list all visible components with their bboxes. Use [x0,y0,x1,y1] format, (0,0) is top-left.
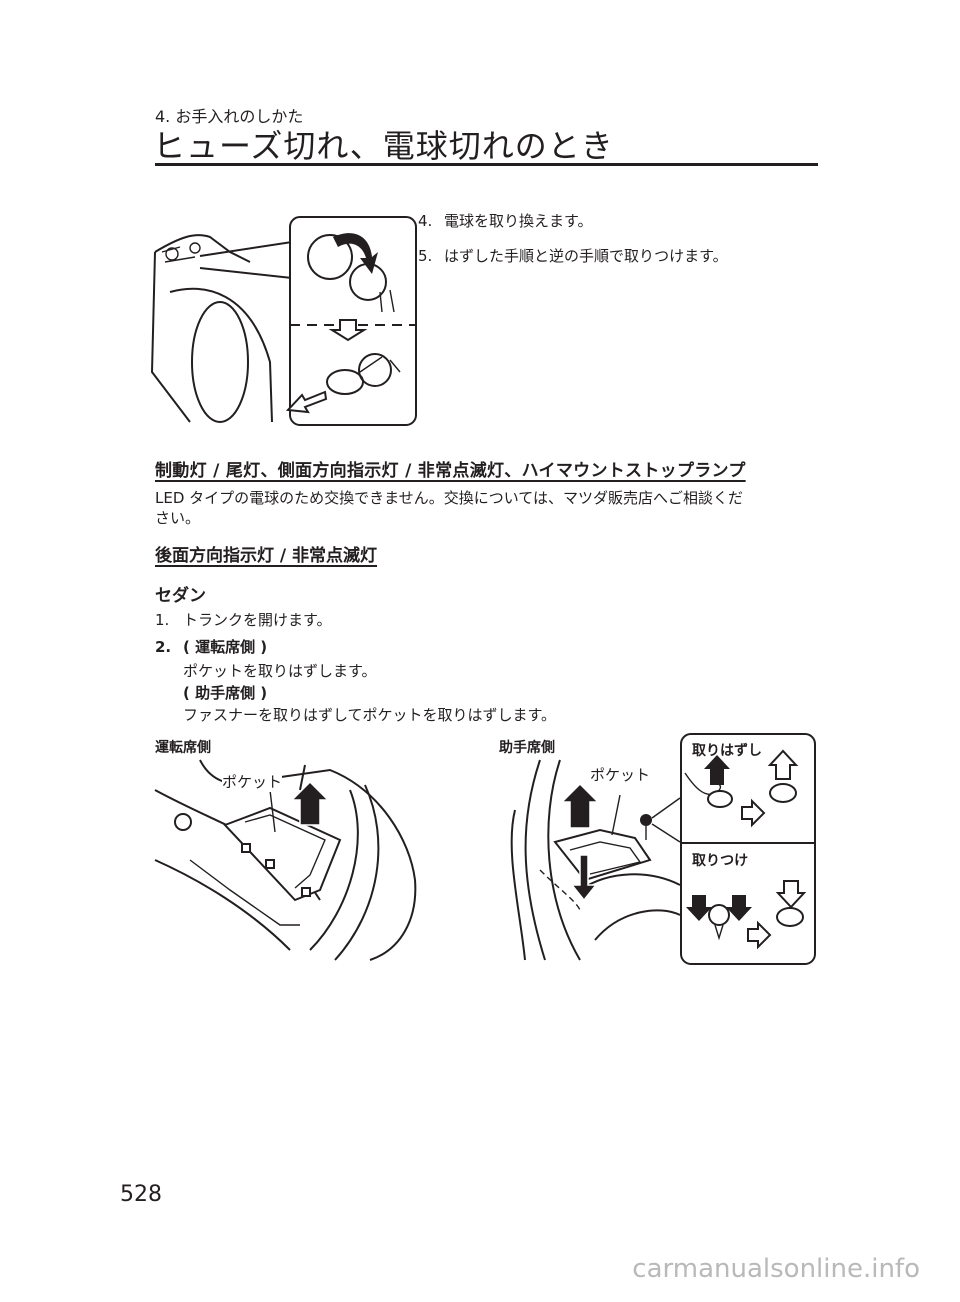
passenger-side-trunk-illustration [510,759,681,961]
driver-side-figure-label: 運転席側 [155,740,211,756]
led-note-line1: LED タイプの電球のため交換できません。交換については、マツダ販売店へご相談く… [155,489,743,507]
passenger-side-text: ファスナーを取りはずしてポケットを取りはずします。 [183,706,557,724]
section-heading-led: 制動灯 / 尾灯、側面方向指示灯 / 非常点滅灯、ハイマウントストップランプ [155,461,746,481]
title-rule [155,163,818,166]
driver-side-text: ポケットを取りはずします。 [183,662,377,680]
bulb-replacement-illustration [150,216,417,426]
sedan-heading: セダン [155,586,206,606]
page-title: ヒューズ切れ、電球切れのとき [153,127,614,165]
driver-side-trunk-illustration [154,759,417,961]
led-note-line2: さい。 [155,509,201,527]
remove-label: 取りはずし [692,743,762,759]
passenger-side-label: ( 助手席側 ) [183,684,268,702]
section-heading-rear-turn: 後面方向指示灯 / 非常点滅灯 [155,546,378,566]
install-label: 取りつけ [692,853,749,869]
driver-pocket-label: ポケット [222,771,283,792]
step-5: 5.はずした手順と逆の手順で取りつけます。 [418,247,728,265]
page-number: 528 [120,1182,162,1207]
step-1: 1.トランクを開けます。 [155,611,332,629]
passenger-pocket-label: ポケット [590,764,651,785]
step-2: 2.( 運転席側 ) [155,638,268,656]
watermark: carmanualsonline.info [632,1254,920,1284]
chapter-label: 4. お手入れのしかた [155,107,304,126]
step-4: 4.電球を取り換えます。 [418,212,593,230]
passenger-side-figure-label: 助手席側 [499,740,555,756]
fastener-detail-callout [680,733,816,965]
